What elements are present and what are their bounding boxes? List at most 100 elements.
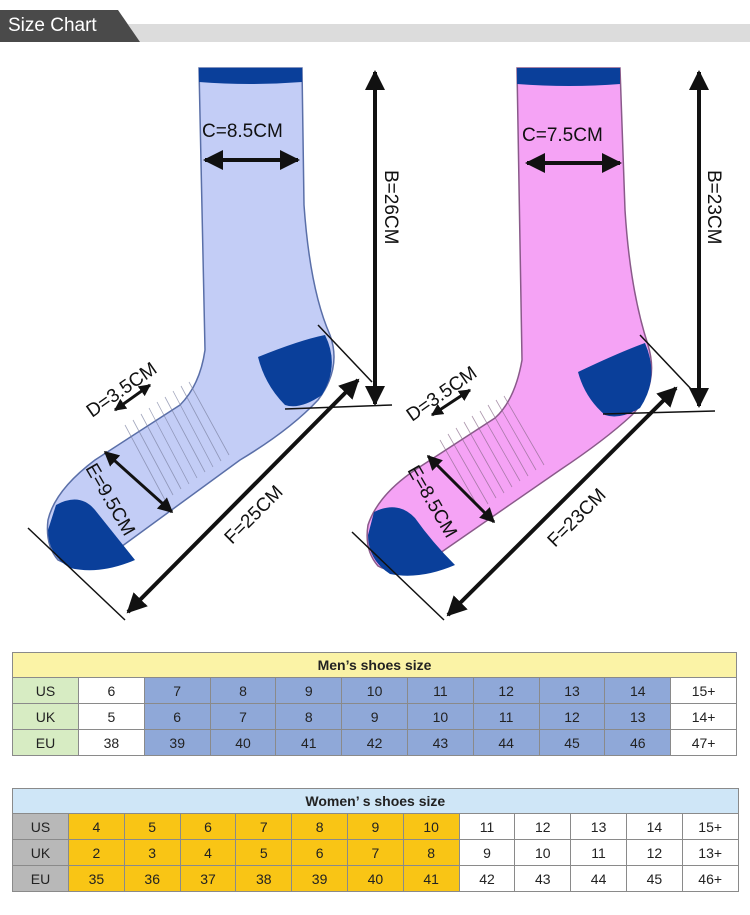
size-cell: 12 <box>472 677 540 704</box>
men-sock-toe <box>48 499 135 571</box>
size-cell: 14 <box>604 677 672 704</box>
size-cell: 46 <box>604 729 672 756</box>
row-label: UK <box>12 703 79 730</box>
men-f-label: F=25CM <box>221 482 288 549</box>
size-cell: 38 <box>235 865 293 892</box>
women-b-label: B=23CM <box>703 170 724 244</box>
men-sock: C=8.5CM B=26CM D=3.5CM E=9.5CM F=25CM <box>27 67 401 621</box>
row-label: US <box>12 677 79 704</box>
size-cell: 8 <box>402 839 460 866</box>
size-cell: 7 <box>143 677 211 704</box>
size-cell: 13+ <box>681 839 739 866</box>
row-label: UK <box>12 839 69 866</box>
men-f-tick-heel <box>317 324 373 383</box>
size-cell: 6 <box>78 677 145 704</box>
size-cell: 42 <box>458 865 516 892</box>
size-cell: 10 <box>406 703 474 730</box>
size-cell: 40 <box>346 865 404 892</box>
size-cell: 36 <box>123 865 181 892</box>
size-cell: 41 <box>402 865 460 892</box>
size-cell: 11 <box>570 839 627 866</box>
size-cell: 2 <box>68 839 125 866</box>
size-cell: 6 <box>179 813 237 840</box>
women-sock-toe <box>368 507 455 576</box>
women-sock-body <box>366 67 653 572</box>
size-cell: 10 <box>514 839 572 866</box>
women-f-tick-toe <box>351 531 445 621</box>
size-cell: 4 <box>179 839 237 866</box>
size-cell: 8 <box>209 677 277 704</box>
page-title: Size Chart <box>8 15 97 36</box>
women-f-tick-heel <box>639 334 693 391</box>
size-cell: 7 <box>209 703 277 730</box>
size-cell: 38 <box>78 729 145 756</box>
size-cell: 37 <box>179 865 237 892</box>
size-cell: 8 <box>275 703 343 730</box>
size-cell: 44 <box>570 865 627 892</box>
men-sock-body <box>46 67 335 566</box>
men-c-label: C=8.5CM <box>202 121 283 142</box>
size-cell: 13 <box>538 677 606 704</box>
size-cell: 11 <box>472 703 540 730</box>
size-cell: 15+ <box>681 813 739 840</box>
row-label: EU <box>12 865 69 892</box>
size-cell: 43 <box>406 729 474 756</box>
size-cell: 13 <box>570 813 627 840</box>
size-cell: 45 <box>625 865 683 892</box>
women-sock: C=7.5CM B=23CM D=3.5CM E=8.5CM F=23CM <box>351 67 724 621</box>
size-cell: 42 <box>341 729 408 756</box>
size-cell: 45 <box>538 729 606 756</box>
women-sock-cuff <box>517 68 620 86</box>
size-cell: 39 <box>291 865 348 892</box>
size-cell: 41 <box>275 729 343 756</box>
size-cell: 6 <box>143 703 211 730</box>
men-f-tick-toe <box>27 527 126 621</box>
women-f-arrow <box>446 386 678 617</box>
men-f-arrow <box>126 378 360 614</box>
size-cell: 12 <box>514 813 572 840</box>
men-b-label: B=26CM <box>380 170 401 244</box>
size-cell: 44 <box>472 729 540 756</box>
size-cell: 40 <box>209 729 277 756</box>
size-cell: 10 <box>341 677 408 704</box>
size-cell: 5 <box>235 839 293 866</box>
women-f-label: F=23CM <box>544 485 611 552</box>
size-cell: 39 <box>143 729 211 756</box>
women-table-title: Women’ s shoes size <box>12 788 739 814</box>
size-cell: 15+ <box>670 677 738 704</box>
size-cell: 5 <box>78 703 145 730</box>
header-bar: Size Chart <box>0 10 750 42</box>
size-cell: 6 <box>291 839 348 866</box>
size-cell: 47+ <box>670 729 738 756</box>
men-sock-cuff <box>199 68 302 84</box>
sock-diagram: C=8.5CM B=26CM D=3.5CM E=9.5CM F=25CM <box>27 67 724 621</box>
size-cell: 7 <box>346 839 404 866</box>
size-cell: 10 <box>402 813 460 840</box>
size-cell: 9 <box>458 839 516 866</box>
size-cell: 7 <box>235 813 293 840</box>
size-cell: 5 <box>123 813 181 840</box>
size-cell: 43 <box>514 865 572 892</box>
size-cell: 9 <box>346 813 404 840</box>
men-d-label: D=3.5CM <box>83 359 161 423</box>
size-cell: 8 <box>291 813 348 840</box>
size-cell: 12 <box>538 703 606 730</box>
size-cell: 4 <box>68 813 125 840</box>
size-cell: 12 <box>625 839 683 866</box>
size-cell: 14 <box>625 813 683 840</box>
size-cell: 9 <box>275 677 343 704</box>
header-tab <box>0 10 140 42</box>
women-c-label: C=7.5CM <box>522 125 603 146</box>
men-table-title: Men’s shoes size <box>11 652 738 678</box>
size-cell: 11 <box>458 813 516 840</box>
size-cell: 11 <box>406 677 474 704</box>
women-d-label: D=3.5CM <box>403 363 481 427</box>
size-cell: 14+ <box>670 703 738 730</box>
size-cell: 13 <box>604 703 672 730</box>
